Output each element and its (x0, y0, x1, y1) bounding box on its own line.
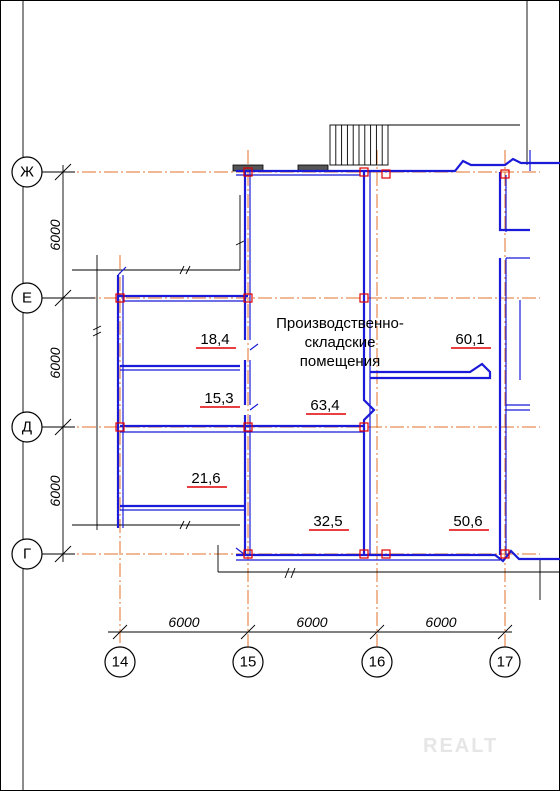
column-marker (243, 549, 253, 559)
dim-left-2: 6000 (47, 347, 63, 378)
column-marker (243, 167, 253, 177)
column-marker (115, 422, 125, 432)
column-marker (381, 169, 391, 179)
axis-label-17: 17 (497, 654, 514, 671)
watermark: REALT (423, 735, 498, 757)
axis-bubble (104, 646, 136, 678)
construction-lines (72, 195, 560, 600)
column-marker (359, 422, 369, 432)
axis-label-e: Е (22, 290, 32, 307)
column-marker (359, 293, 369, 303)
axis-label-d: Д (22, 419, 32, 436)
area-label: 63,4 (310, 397, 339, 414)
area-label: 32,5 (313, 513, 342, 530)
area-label: 18,4 (200, 331, 229, 348)
column-marker (243, 422, 253, 432)
axis-bubble (489, 646, 521, 678)
axis-bubble (11, 411, 43, 443)
grid-lines (38, 150, 540, 648)
axis-bubble (11, 282, 43, 314)
axis-label-g: Г (23, 546, 31, 563)
columns (115, 167, 510, 559)
column-marker (243, 293, 253, 303)
axis-bubble (11, 538, 43, 570)
area-label: 21,6 (191, 470, 220, 487)
area-labels: 18,4 15,3 21,6 63,4 60,1 32,5 50,6 (187, 331, 491, 531)
axis-label-zh: Ж (20, 164, 34, 181)
dim-bottom-3: 6000 (425, 614, 456, 630)
axis-bubble (11, 156, 43, 188)
column-marker (115, 293, 125, 303)
dim-left-3: 6000 (47, 475, 63, 506)
room-title-line2: складские (305, 334, 376, 351)
axis-bubble (232, 646, 264, 678)
axis-bubbles-bottom: 14 15 16 17 (104, 646, 521, 678)
stair (329, 124, 520, 166)
axis-label-16: 16 (369, 654, 386, 671)
column-marker (381, 549, 391, 559)
dimension-chain-bottom (108, 624, 513, 640)
axis-bubbles-left: Ж Е Д Г (11, 156, 43, 570)
dimension-chain-left (40, 163, 95, 563)
column-marker (500, 549, 510, 559)
area-label: 50,6 (453, 513, 482, 530)
area-label: 60,1 (455, 331, 484, 348)
dim-left-1: 6000 (47, 219, 63, 250)
axis-bubble (361, 646, 393, 678)
column-marker (359, 549, 369, 559)
axis-label-15: 15 (240, 654, 257, 671)
dim-bottom-1: 6000 (168, 614, 199, 630)
dim-bottom-2: 6000 (296, 614, 327, 630)
walls (116, 150, 560, 563)
column-marker (359, 167, 369, 177)
area-label: 15,3 (204, 390, 233, 407)
column-marker (500, 169, 510, 179)
room-title-line3: помещения (300, 353, 380, 370)
axis-label-14: 14 (112, 654, 129, 671)
room-title-line1: Производственно- (276, 315, 404, 332)
